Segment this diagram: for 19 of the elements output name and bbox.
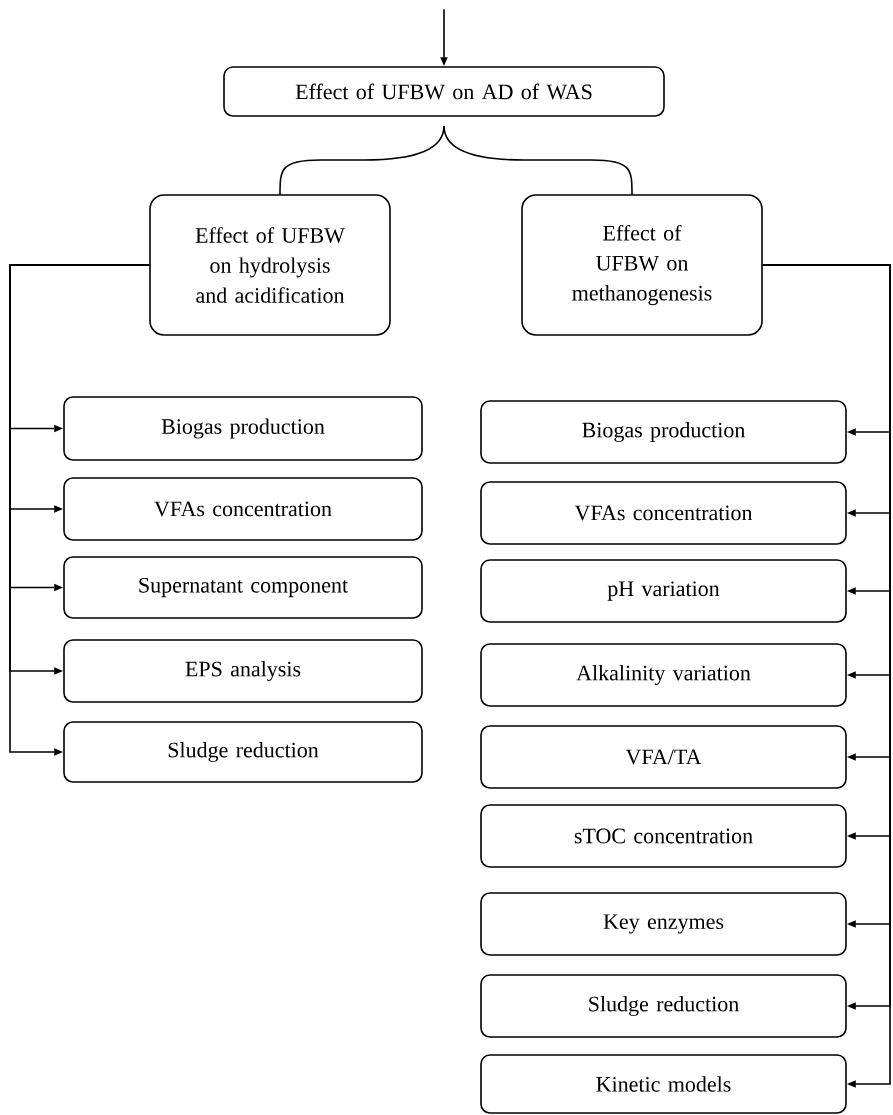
topic-box: Effect of UFBW on AD of WAS xyxy=(223,66,665,117)
item-box: VFAs concentration xyxy=(480,481,847,545)
item-box: sTOC concentration xyxy=(480,804,847,868)
arrow xyxy=(9,264,150,756)
brace xyxy=(443,125,633,196)
item-box: Key enzymes xyxy=(480,892,847,956)
item-box: VFAs concentration xyxy=(63,477,423,541)
item-box: Sludge reduction xyxy=(480,974,847,1038)
item-box: Biogas production xyxy=(63,396,423,461)
item-box: VFA/TA xyxy=(480,725,847,789)
item-box: Alkalinity variation xyxy=(480,643,847,707)
item-box: Biogas production xyxy=(480,400,847,464)
item-box: EPS analysis xyxy=(63,639,423,703)
branch-box: Effect of UFBW on hydrolysis and acidification xyxy=(149,194,391,336)
branch-box: Effect of UFBW on methanogenesis xyxy=(521,194,763,336)
item-box: Sludge reduction xyxy=(63,721,423,783)
item-box: Supernatant component xyxy=(63,556,423,619)
item-box: pH variation xyxy=(480,559,847,623)
item-box: Kinetic models xyxy=(480,1054,847,1114)
